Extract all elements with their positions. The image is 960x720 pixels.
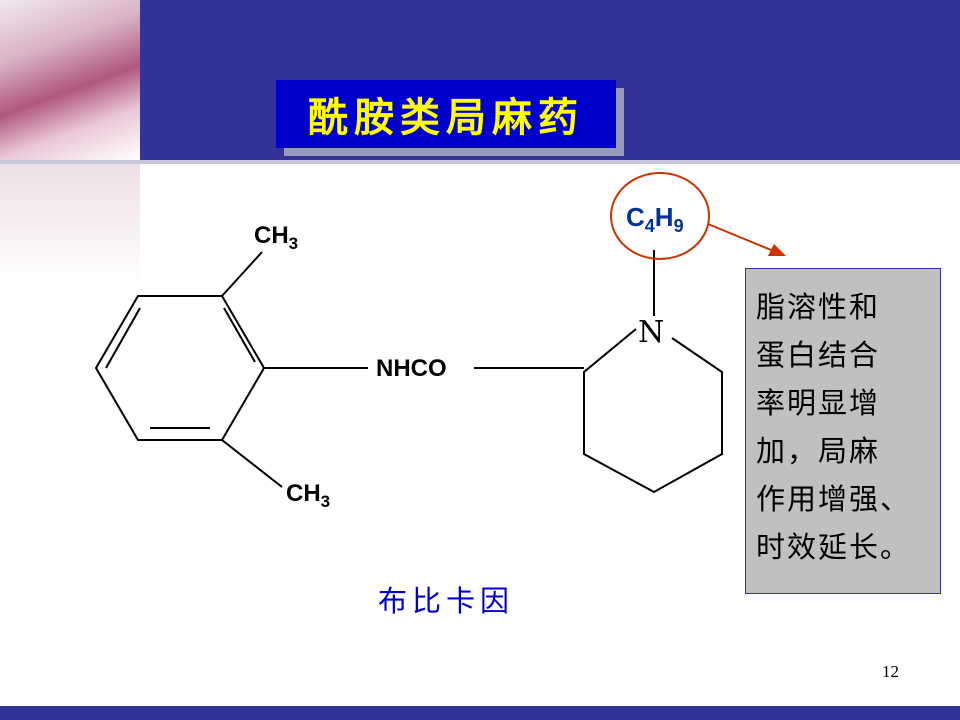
annotation-box: 脂溶性和 蛋白结合 率明显增 加，局麻 作用增强、 时效延长。 bbox=[745, 268, 941, 594]
drug-name: 布比卡因 bbox=[378, 584, 515, 618]
footer-band bbox=[0, 706, 960, 720]
methyl-top-label: CH3 bbox=[254, 222, 299, 253]
annotation-line: 作用增强、 bbox=[756, 482, 912, 516]
annotation-line: 时效延长。 bbox=[756, 530, 912, 564]
annotation-line: 率明显增 bbox=[756, 386, 881, 420]
amide-linker-label: NHCO bbox=[376, 355, 447, 382]
title-box: 酰胺类局麻药 bbox=[276, 80, 616, 148]
benzene-ring bbox=[94, 295, 266, 441]
annotation-line: 蛋白结合 bbox=[756, 338, 881, 372]
annotation-arrow-line bbox=[707, 223, 777, 253]
annotation-line: 加，局麻 bbox=[756, 434, 881, 468]
methyl-bottom-label: CH3 bbox=[286, 480, 331, 511]
page-number: 12 bbox=[882, 662, 899, 681]
methyl-bottom-bond bbox=[221, 439, 283, 488]
ring-nitrogen-label: N bbox=[638, 315, 665, 350]
butyl-substituent-label: C4H9 bbox=[626, 202, 684, 236]
highlight-circle bbox=[610, 172, 710, 260]
slide-title: 酰胺类局麻药 bbox=[308, 94, 584, 141]
piperidine-ring bbox=[583, 328, 723, 494]
annotation-line: 脂溶性和 bbox=[756, 290, 881, 324]
header-divider bbox=[0, 160, 960, 164]
annotation-arrow-head bbox=[768, 244, 786, 256]
flask-reflection-image bbox=[0, 164, 140, 284]
flask-image bbox=[0, 0, 140, 160]
methyl-top-bond bbox=[221, 251, 263, 297]
benzene-inner-bond-1 bbox=[223, 307, 256, 363]
benzene-inner-bond-3 bbox=[105, 307, 141, 369]
